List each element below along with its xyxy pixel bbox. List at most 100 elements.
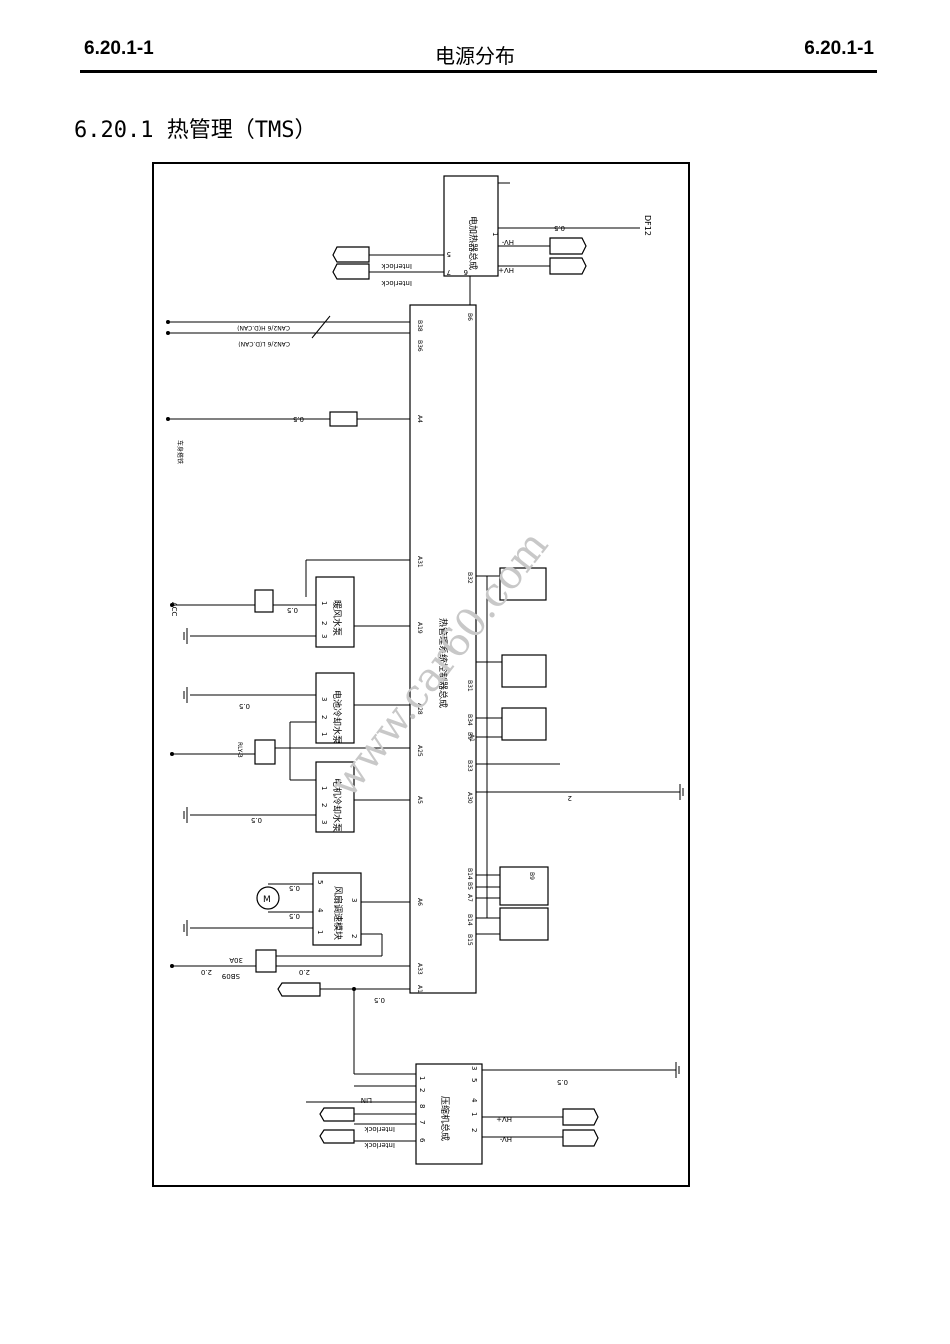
pump2-name: 电池冷却水泵 <box>331 690 343 744</box>
fan-speed-module: 风扇调速模块 5 4 1 2 3 M 0.5 0.5 <box>183 872 410 957</box>
comp-left-pin-6: 6 <box>418 1138 426 1143</box>
controller-pin-b33: B33 <box>466 760 473 772</box>
pump1-name: 暖风水泵 <box>331 600 343 636</box>
comp-left-pin-1: 1 <box>418 1076 426 1080</box>
controller-pin-a30: A30 <box>466 792 473 804</box>
relay-label: RLY-3 <box>236 742 243 758</box>
motor-cooling-pump: 电机冷却水泵 1 2 3 0.5 <box>183 761 410 833</box>
electric-heater-module: 电加热器总成 5 7 6 1 Interlock Interlock HV- H… <box>332 175 652 305</box>
page-header-title: 电源分布 <box>435 44 515 68</box>
a1-wire-size: 0.5 <box>374 996 385 1004</box>
controller-pin-b5: B5 <box>466 882 473 890</box>
a1-line: 0.5 <box>277 982 410 1074</box>
pump2-pin-1: 1 <box>320 732 328 736</box>
page-number-left: 6.20.1-1 <box>84 38 154 59</box>
comp-right-pin-2: 2 <box>470 1128 478 1132</box>
controller-pin-a28: A28 <box>416 703 423 715</box>
controller-pin-b6: B6 <box>466 313 473 321</box>
controller-name: 热管理系统控制器总成 <box>437 618 449 708</box>
controller-pin-b14-b: B14 <box>466 914 473 926</box>
controller-pin-a25: A25 <box>416 745 423 757</box>
can-low-label: CAN2/6 L(D.CAN) <box>238 340 290 347</box>
pump3-pin-3: 3 <box>320 820 328 824</box>
controller-pin-a19: A19 <box>416 622 423 634</box>
compressor-lin-label: LIN <box>361 1096 372 1104</box>
a33-wire-size: 2.0 <box>299 968 310 976</box>
heater-interlock-label-2: Interlock <box>380 279 412 287</box>
comp-hv-minus-label: HV- <box>499 1135 512 1143</box>
heater-hv-minus-label: HV- <box>501 238 514 246</box>
comp-hv-plus-label: HV+ <box>496 1115 512 1123</box>
pump3-wire-size: 0.5 <box>251 816 262 824</box>
heater-pin-6: 6 <box>463 268 468 276</box>
comp-right-pin-3: 3 <box>470 1066 478 1070</box>
comp-left-pin-8: 8 <box>418 1104 426 1108</box>
fuse-wire-size: 2.0 <box>201 968 212 976</box>
fan-wire-size-2: 0.5 <box>289 912 300 920</box>
comp-right-pin-5: 5 <box>470 1078 478 1082</box>
comp-ground-wire-size: 0.5 <box>557 1078 568 1086</box>
pump1-wire-size: 0.5 <box>287 606 298 614</box>
controller-pin-a33: A33 <box>416 963 423 975</box>
fan-pin-5: 5 <box>316 880 324 884</box>
controller-pin-b15: B15 <box>466 934 473 946</box>
heater-module-name: 电加热器总成 <box>467 216 479 270</box>
diagram-frame <box>152 162 690 1187</box>
controller-pin-b38: B38 <box>416 320 423 332</box>
a4-input-circuit: 0.5 车身搭铁 <box>166 411 410 464</box>
sensor-pin-label-2: B9 <box>528 872 535 880</box>
controller-pin-b9: B9 <box>466 732 473 740</box>
fuse-rating: 30A <box>229 956 243 964</box>
can-high-label: CAN2/6 H(D.CAN) <box>237 324 290 331</box>
controller-pin-b34: B34 <box>466 714 473 726</box>
fan-motor-label: M <box>263 895 271 905</box>
a4-wire-size: 0.5 <box>293 415 304 423</box>
fan-wire-size-1: 0.5 <box>289 884 300 892</box>
fan-pin-2: 2 <box>350 934 358 938</box>
sensors-right: 2 A1 B9 <box>468 567 684 941</box>
pump1-pin-1: 1 <box>320 601 328 605</box>
controller-pin-b14-a: B14 <box>466 868 473 880</box>
pump3-pin-1: 1 <box>320 786 328 790</box>
heater-interlock-label-1: Interlock <box>380 262 412 270</box>
pump1-pin-2: 2 <box>320 621 328 625</box>
comp-right-pin-1: 1 <box>470 1112 478 1116</box>
fan-pin-3: 3 <box>350 898 358 902</box>
heater-pin-5: 5 <box>447 250 451 258</box>
comp-left-pin-2: 2 <box>418 1088 426 1092</box>
acc-label: ACC <box>170 602 178 617</box>
fan-pin-4: 4 <box>316 908 324 913</box>
relay-rly3: RLY-3 <box>170 722 410 781</box>
fuse-sb09: SB09 30A 2.0 2.0 <box>170 949 410 980</box>
pump3-name: 电机冷却水泵 <box>331 778 343 832</box>
pump2-pin-3: 3 <box>320 697 328 701</box>
a30-wire-size: 2 <box>568 794 572 802</box>
pump3-pin-2: 2 <box>320 803 328 807</box>
controller-pin-a6: A6 <box>416 898 423 906</box>
controller-pin-a4: A4 <box>416 415 423 423</box>
comp-right-pin-4: 4 <box>470 1098 478 1103</box>
comp-interlock-label-1: Interlock <box>363 1125 395 1133</box>
section-title: 6.20.1 热管理（TMS） <box>74 118 317 143</box>
controller-pin-a7: A7 <box>466 894 473 902</box>
heater-df-label: DF12 <box>643 215 652 236</box>
compressor-module: 压缩机总成 1 2 8 7 6 3 5 4 1 2 LIN Interlock … <box>306 1062 680 1165</box>
heater-wire-size: 0.5 <box>554 224 565 232</box>
heater-pin-1: 1 <box>491 232 499 236</box>
comp-left-pin-7: 7 <box>418 1120 426 1124</box>
compressor-name: 压缩机总成 <box>439 1096 451 1141</box>
pump2-pin-2: 2 <box>320 715 328 719</box>
controller-pin-a5: A5 <box>416 796 423 804</box>
pump2-wire-size: 0.5 <box>239 702 250 710</box>
fan-module-name: 风扇调速模块 <box>332 886 344 940</box>
pump1-pin-3: 3 <box>320 634 328 638</box>
controller-pin-a31: A31 <box>416 556 423 568</box>
page-number-right: 6.20.1-1 <box>804 38 874 59</box>
controller-pin-b32: B32 <box>466 572 473 584</box>
fan-pin-1: 1 <box>316 930 324 934</box>
can-bus-lines: CAN2/6 H(D.CAN) CAN2/6 L(D.CAN) <box>166 315 410 347</box>
thermal-management-controller: 热管理系统控制器总成 B38 B36 A4 A31 A19 A28 A25 A5… <box>409 304 477 994</box>
a4-ground-label: 车身搭铁 <box>176 440 184 464</box>
sensor-pin-label-1: A1 <box>468 734 475 742</box>
